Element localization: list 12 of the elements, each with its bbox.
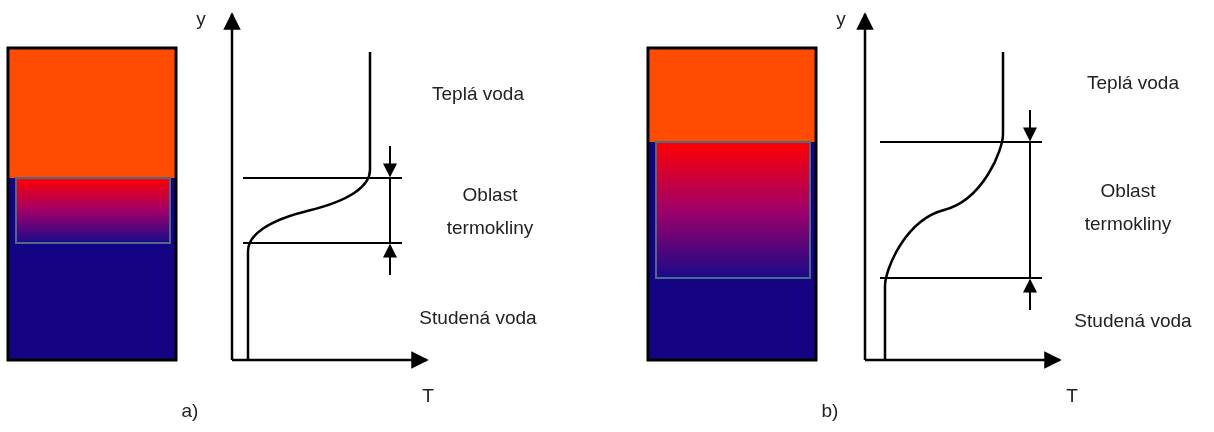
axis-label: y [835, 6, 847, 31]
region-label: Teplá voda [431, 81, 525, 106]
region-label: Studená voda [418, 305, 538, 330]
axis-label: y [195, 6, 207, 31]
region-label: Teplá voda [1086, 70, 1180, 95]
axis-label: T [421, 383, 435, 408]
region-label: Oblast termokliny [1083, 179, 1173, 236]
panel-label: b) [820, 398, 840, 423]
panel-label: a) [180, 398, 200, 423]
region-label: Studená voda [1073, 308, 1193, 333]
region-label: Oblast termokliny [445, 183, 535, 240]
axis-label: T [1065, 383, 1079, 408]
